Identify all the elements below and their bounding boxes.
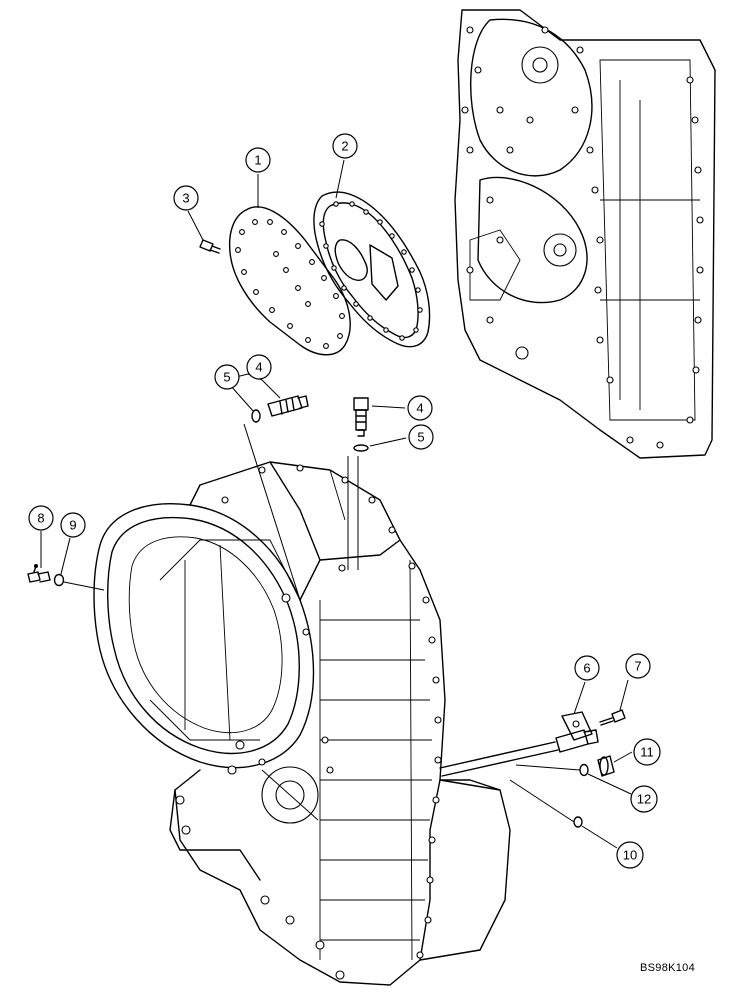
main-housing-bolt-holes [175, 464, 442, 980]
callout-4-left: 4 [246, 354, 272, 380]
callout-9: 9 [60, 512, 86, 538]
fitting-left [267, 395, 309, 417]
callout-3: 3 [173, 185, 199, 211]
callout-10: 10 [616, 841, 644, 869]
callout-6: 6 [574, 655, 600, 681]
callout-11-label: 11 [640, 745, 654, 760]
o-ring-plug [579, 763, 589, 777]
main-transmission-housing [93, 461, 559, 986]
callout-8-label: 8 [37, 511, 44, 526]
callout-4-right-label: 4 [416, 401, 423, 416]
callout-6-label: 6 [583, 661, 590, 676]
o-ring-left [251, 409, 261, 423]
o-ring-right [353, 444, 369, 452]
cover-bolt [199, 239, 221, 254]
callout-4-right: 4 [407, 395, 433, 421]
drain-plug [597, 755, 615, 777]
callout-leaders [40, 159, 633, 849]
callout-12-label: 12 [637, 792, 651, 807]
callout-2-label: 2 [341, 139, 348, 154]
upper-housing-bolt-holes [461, 26, 704, 449]
sensor-bolt [599, 709, 626, 726]
callout-2: 2 [332, 133, 358, 159]
speed-sensor [555, 711, 599, 753]
callout-5-left-label: 5 [223, 370, 230, 385]
callout-5-left: 5 [214, 364, 240, 390]
catalog-code: BS98K104 [640, 962, 695, 974]
callout-5-right-label: 5 [417, 430, 424, 445]
o-ring-breather [53, 573, 65, 587]
callout-8: 8 [28, 505, 54, 531]
callout-9-label: 9 [69, 518, 76, 533]
callout-1-label: 1 [254, 153, 261, 168]
callout-3-label: 3 [182, 191, 189, 206]
callout-10-label: 10 [623, 848, 637, 863]
small-plug [573, 816, 583, 828]
callout-7-label: 7 [634, 659, 641, 674]
callout-11: 11 [633, 738, 661, 766]
callout-7: 7 [625, 653, 651, 679]
cover-plate [228, 206, 351, 356]
callout-5-right: 5 [408, 424, 434, 450]
callout-4-left-label: 4 [255, 360, 262, 375]
gasket [313, 191, 431, 348]
upper-transmission-housing [454, 9, 716, 459]
breather-fitting [27, 564, 51, 583]
callout-12: 12 [630, 785, 658, 813]
fitting-right [353, 397, 369, 437]
callout-1: 1 [245, 147, 271, 173]
